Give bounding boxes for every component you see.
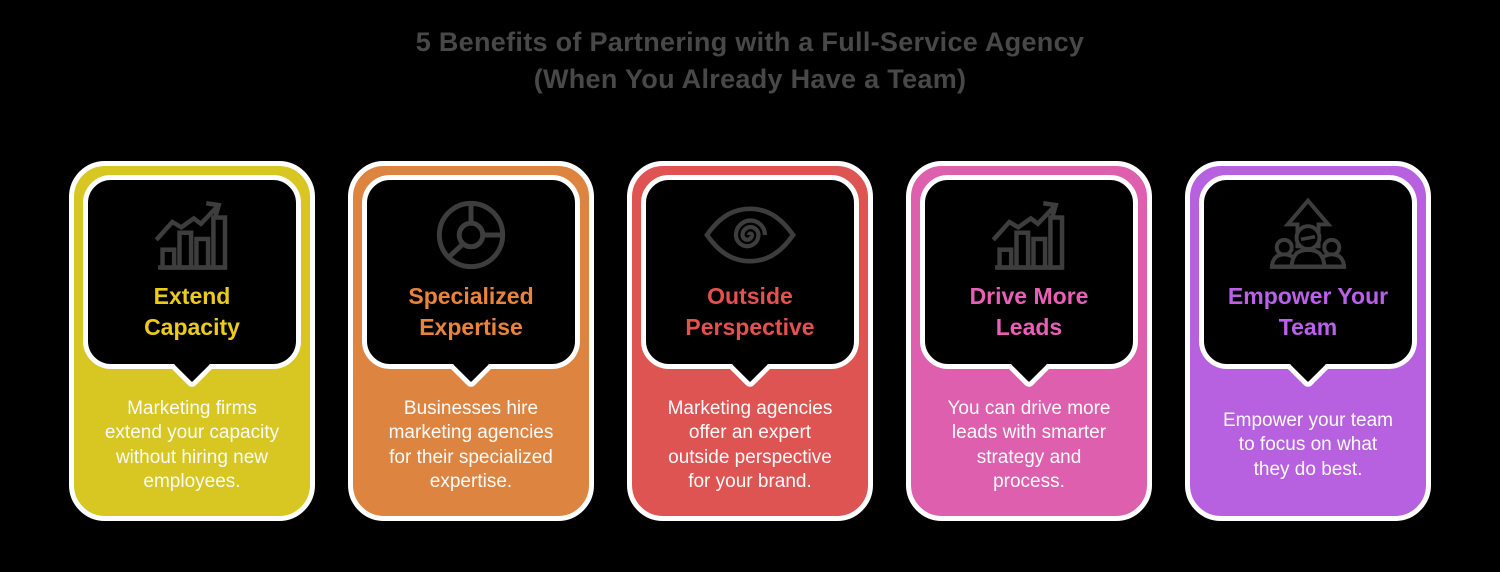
benefit-body-region: Empower your team to focus on what they … — [1190, 376, 1426, 516]
benefit-description: You can drive more leads with smarter st… — [947, 398, 1111, 492]
benefit-card-drive-more-leads: Drive More Leads You can drive more lead… — [906, 160, 1152, 521]
benefit-cards-row: Extend Capacity Marketing firms extend y… — [0, 160, 1500, 521]
pie-chart-icon — [433, 196, 509, 274]
benefit-bubble: Empower Your Team — [1199, 174, 1417, 389]
benefit-title: Extend Capacity — [144, 282, 240, 341]
benefit-card-empower-your-team: Empower Your Team Empower your team to f… — [1185, 160, 1431, 521]
benefit-body-region: Marketing agencies offer an expert outsi… — [632, 376, 868, 516]
benefit-card-outside-perspective: Outside Perspective Marketing agencies o… — [627, 160, 873, 521]
page-title: 5 Benefits of Partnering with a Full-Ser… — [415, 27, 1085, 95]
benefit-description: Marketing firms extend your capacity wit… — [104, 398, 280, 492]
benefit-title: Outside Perspective — [685, 282, 815, 341]
benefit-description: Empower your team to focus on what they … — [1222, 410, 1393, 480]
benefit-bubble: Drive More Leads — [920, 174, 1138, 389]
benefit-card-specialized-expertise: Specialized Expertise Businesses hire ma… — [348, 160, 594, 521]
benefit-title: Drive More Leads — [969, 282, 1089, 341]
eye-icon — [703, 196, 797, 274]
team-growth-icon — [1264, 196, 1352, 274]
benefit-card-extend-capacity: Extend Capacity Marketing firms extend y… — [69, 160, 315, 521]
bar-chart-growth-icon — [986, 196, 1072, 274]
benefit-description: Businesses hire marketing agencies for t… — [388, 398, 554, 492]
benefit-title: Specialized Expertise — [408, 282, 534, 341]
benefit-body-region: Marketing firms extend your capacity wit… — [74, 376, 310, 516]
benefit-body-region: You can drive more leads with smarter st… — [911, 376, 1147, 516]
benefit-title: Empower Your Team — [1227, 282, 1389, 341]
benefit-body-region: Businesses hire marketing agencies for t… — [353, 376, 589, 516]
bar-chart-growth-icon — [149, 196, 235, 274]
benefit-bubble: Outside Perspective — [641, 174, 859, 389]
benefit-description: Marketing agencies offer an expert outsi… — [667, 398, 833, 492]
benefit-bubble: Specialized Expertise — [362, 174, 580, 389]
benefit-bubble: Extend Capacity — [83, 174, 301, 389]
